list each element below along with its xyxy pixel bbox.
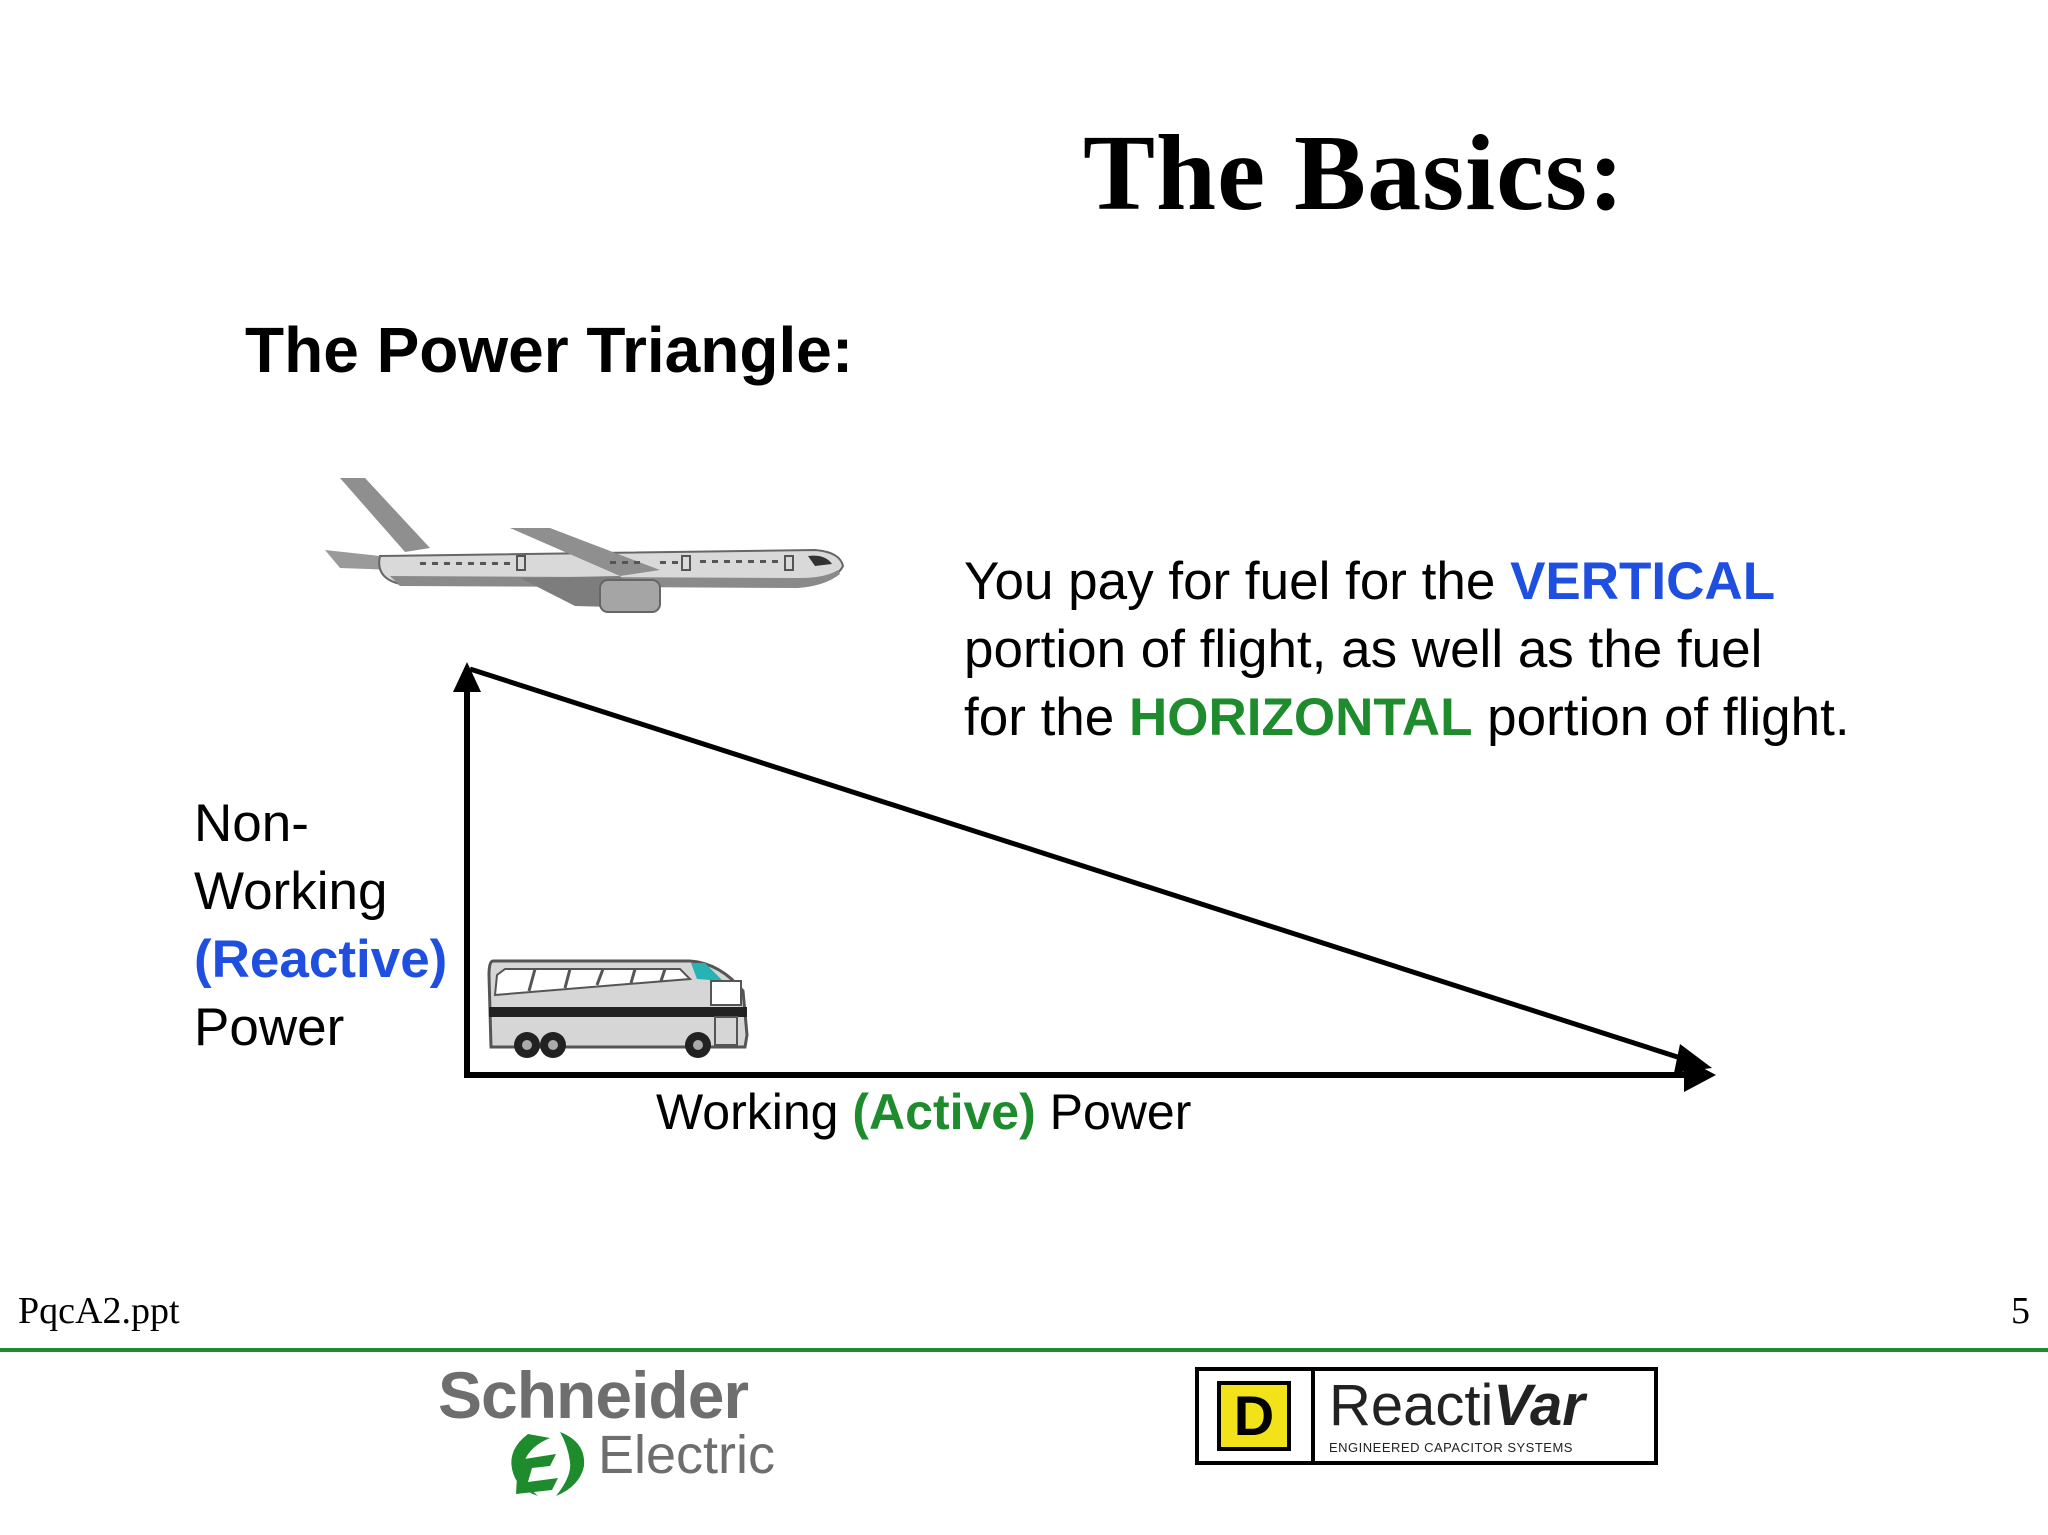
reactivar-logo: D ReactiVar ENGINEERED CAPACITOR SYSTEMS xyxy=(1195,1367,1658,1465)
footer-page-number: 5 xyxy=(2011,1290,2030,1332)
footer-divider xyxy=(0,1348,2048,1352)
vertical-emphasis: VERTICAL xyxy=(1510,552,1776,611)
explanation-text: You pay for fuel for the VERTICAL portio… xyxy=(964,552,1850,747)
horizontal-axis-arrowhead xyxy=(1684,1058,1716,1092)
airplane-icon xyxy=(325,478,845,613)
schneider-electric-logo: Schneider Electric xyxy=(438,1362,798,1512)
reactive-power-label: Non- Working (Reactive) Power xyxy=(194,794,448,1057)
section-subtitle: The Power Triangle: xyxy=(245,314,854,386)
vertical-axis-arrowhead xyxy=(453,662,481,692)
footer-file-name: PqcA2.ppt xyxy=(18,1290,180,1332)
active-power-label: Working (Active) Power xyxy=(656,1084,1192,1140)
horizontal-emphasis: HORIZONTAL xyxy=(1128,688,1473,747)
slide-title: The Basics: xyxy=(1083,114,1626,233)
hypotenuse-arrowhead xyxy=(1674,1044,1712,1073)
bus-icon xyxy=(487,959,749,1058)
square-d-icon: D xyxy=(1217,1381,1291,1451)
schneider-mark-icon xyxy=(511,1432,585,1496)
